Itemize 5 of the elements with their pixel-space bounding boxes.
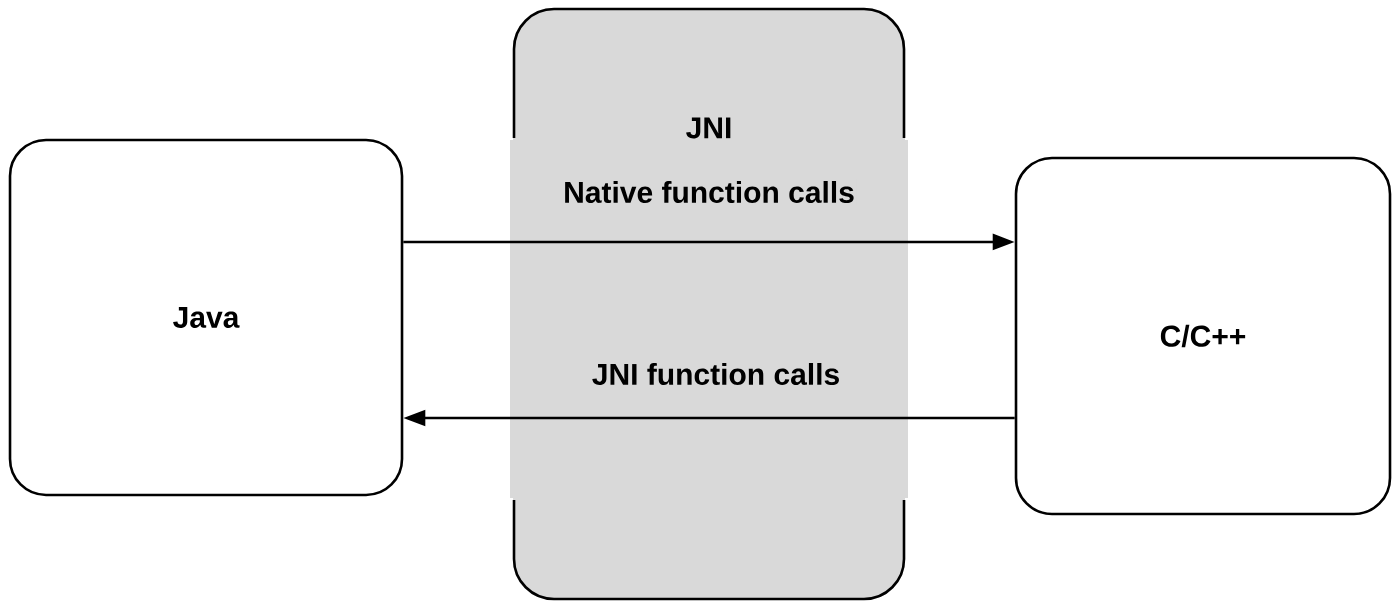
process-box: Java xyxy=(8,138,404,497)
edge-label: Native function calls xyxy=(561,179,857,205)
band-title: JNI xyxy=(686,117,731,139)
edge-label: JNI function calls xyxy=(589,361,843,387)
process-box: C/C++ xyxy=(1014,156,1392,516)
